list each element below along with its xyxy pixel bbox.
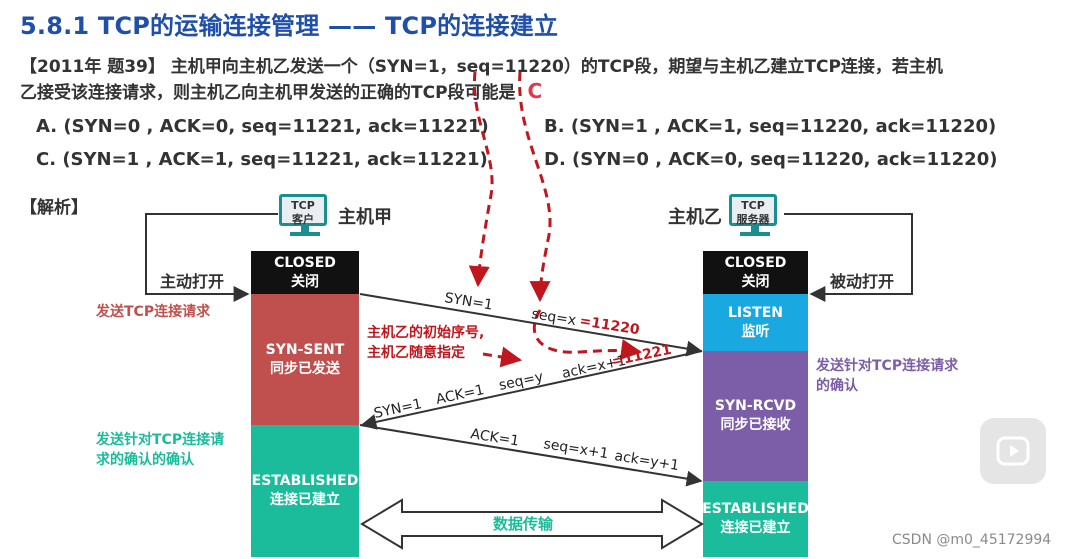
note-send-request: 发送TCP连接请求 (96, 304, 211, 320)
client-state-established: ESTABLISHED 连接已建立 (251, 425, 359, 557)
analysis-heading: 【解析】 (20, 198, 88, 218)
state-name-zh: 关闭 (291, 273, 319, 290)
label-seq-x-value: =11220 (578, 313, 640, 338)
label-final-ack: ACK=1 (469, 426, 520, 449)
watermark: CSDN @m0_45172994 (892, 532, 1052, 548)
note-send-ack-of-ack: 发送针对TCP连接请 求的确认的确认 (96, 430, 224, 470)
host-a-label: 主机甲 (338, 207, 392, 228)
state-name-zh: 同步已接收 (720, 417, 791, 433)
state-name: SYN-RCVD (714, 398, 797, 414)
state-name: ESTABLISHED (702, 501, 809, 517)
state-name: LISTEN (727, 304, 784, 321)
active-open-label: 主动打开 (160, 272, 225, 291)
note-line: 发送针对TCP连接请求 (816, 358, 959, 374)
option-d: D. (SYN=0 , ACK=0, seq=11220, ack=11220) (544, 149, 998, 170)
label-data-transfer: 数据传输 (493, 515, 554, 533)
answer-mark: C (527, 79, 543, 103)
option-a: A. (SYN=0 , ACK=0, seq=11221, ack=11221) (36, 116, 489, 137)
ack-arrow (359, 424, 703, 487)
label-final-seq: seq=x+1 (542, 436, 609, 462)
server-state-syn-rcvd: SYN-RCVD 同步已接收 (703, 351, 808, 481)
play-button[interactable] (980, 418, 1046, 484)
data-transfer-arrow (360, 498, 704, 550)
state-name-zh: 连接已建立 (270, 492, 340, 508)
page-title: 5.8.1 TCP的运输连接管理 —— TCP的连接建立 (20, 12, 559, 40)
label-final-acknum: ack=y+1 (613, 448, 680, 474)
state-name-zh: 同步已发送 (270, 360, 340, 377)
annotation-arrow-syn (468, 71, 494, 288)
client-state-closed: CLOSED 关闭 (251, 251, 359, 294)
syn-arrow (359, 293, 703, 357)
annotation-arrow-ack (532, 309, 643, 360)
label-syn: SYN=1 (443, 290, 493, 313)
client-screen-line-1: TCP (291, 199, 315, 212)
server-screen-line-1: TCP (741, 199, 765, 212)
note-server-initial-seq: 主机乙的初始序号, 主机乙随意指定 (367, 323, 484, 363)
state-name-zh: 连接已建立 (720, 520, 791, 536)
state-name-zh: 监听 (741, 323, 770, 340)
question-line-2-text: 乙接受该连接请求，则主机乙向主机甲发送的正确的TCP段可能是 (20, 83, 516, 103)
server-state-listen: LISTEN 监听 (703, 294, 808, 351)
label-syn-ack-acknum-value: =11221 (611, 342, 673, 370)
server-state-established: ESTABLISHED 连接已建立 (702, 481, 809, 557)
note-line: 的确认 (816, 378, 858, 394)
syn-ack-arrow (360, 350, 703, 430)
question-line-2: 乙接受该连接请求，则主机乙向主机甲发送的正确的TCP段可能是 C (20, 78, 542, 103)
state-name: CLOSED (274, 254, 336, 271)
annotation-arrow-seq (518, 71, 552, 303)
server-state-closed: CLOSED 关闭 (703, 251, 808, 294)
option-b: B. (SYN=1 , ACK=1, seq=11220, ack=11220) (544, 116, 997, 137)
question-line-1: 【2011年 题39】 主机甲向主机乙发送一个（SYN=1，seq=11220）… (20, 57, 943, 77)
server-screen-line-2: 服务器 (736, 213, 770, 226)
note-line: 主机乙的初始序号, (367, 325, 485, 341)
passive-open-arrow (784, 213, 913, 302)
active-open-arrow (145, 213, 278, 302)
state-name: ESTABLISHED (251, 473, 359, 489)
note-line: 发送针对TCP连接请 (96, 432, 225, 448)
label-seq-x: seq=x (530, 306, 577, 329)
client-state-syn-sent: SYN-SENT 同步已发送 (251, 294, 359, 425)
passive-open-label: 被动打开 (830, 272, 895, 291)
state-name-zh: 关闭 (741, 273, 770, 290)
option-c: C. (SYN=1 , ACK=1, seq=11221, ack=11221) (36, 149, 488, 170)
host-b-label: 主机乙 (668, 207, 722, 228)
note-line: 求的确认的确认 (96, 452, 194, 468)
state-name: SYN-SENT (265, 341, 345, 358)
note-send-ack-to-request: 发送针对TCP连接请求 的确认 (816, 356, 958, 396)
state-name: CLOSED (724, 254, 787, 271)
client-screen-line-2: 客户 (292, 213, 314, 226)
play-icon (996, 436, 1030, 466)
note-line: 主机乙随意指定 (367, 345, 465, 361)
annotation-arrow-initial-seq (482, 346, 523, 368)
